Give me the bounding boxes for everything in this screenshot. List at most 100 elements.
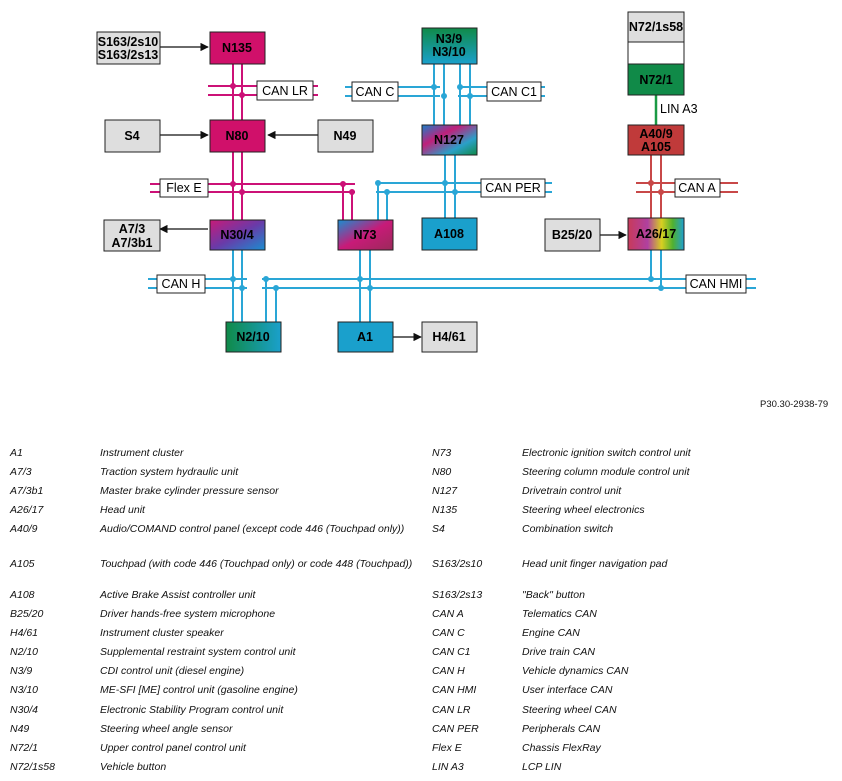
legend-description: Peripherals CAN (522, 723, 601, 735)
svg-text:CAN PER: CAN PER (485, 181, 541, 195)
s163-2s13-label: S163/2s13 (98, 48, 159, 62)
node-b25-20: B25/20 (544, 218, 601, 252)
legend-code: A108 (10, 589, 35, 601)
b25-20-label: B25/20 (552, 228, 592, 242)
legend-code: N73 (432, 447, 452, 459)
legend-description: Steering column module control unit (522, 466, 690, 478)
legend-description: Vehicle dynamics CAN (522, 665, 629, 677)
legend-description: Active Brake Assist controller unit (100, 589, 256, 601)
legend-code: A7/3 (10, 466, 32, 478)
legend-code: N49 (10, 723, 30, 735)
s163-2s10-label: S163/2s10 (98, 35, 159, 49)
bus-label-can-c: CAN C (351, 81, 399, 102)
n127-label: N127 (434, 133, 464, 147)
node-n80: N80 (209, 119, 266, 153)
a7-3-label: A7/3 (119, 222, 145, 236)
legend-description: Instrument cluster (100, 447, 184, 459)
svg-text:CAN C: CAN C (356, 85, 395, 99)
legend-code: N30/4 (10, 704, 39, 716)
legend-code: B25/20 (10, 608, 44, 620)
legend-description: Supplemental restraint system control un… (100, 646, 296, 658)
legend-code: A40/9 (10, 523, 38, 535)
figure-reference: P30.30-2938-79 (760, 399, 829, 410)
legend-description: Audio/COMAND control panel (except code … (100, 523, 405, 535)
h4-61-label: H4/61 (432, 330, 465, 344)
legend-code: CAN C (432, 627, 465, 639)
legend-code: N135 (432, 504, 458, 516)
node-n30-4: N30/4 (209, 219, 266, 251)
node-a1: A1 (337, 321, 394, 353)
legend-code: LIN A3 (432, 761, 464, 773)
n30-4-label: N30/4 (220, 228, 253, 242)
legend-description: Combination switch (522, 523, 614, 535)
node-n72-1s58: N72/1s58 (627, 11, 685, 43)
legend-code: S4 (432, 523, 445, 535)
node-a108: A108 (421, 217, 478, 251)
legend-code: A7/3b1 (10, 485, 44, 497)
n2-10-label: N2/10 (236, 330, 269, 344)
a1-label: A1 (357, 330, 373, 344)
legend-description: Drive train CAN (522, 646, 595, 658)
node-n72-1: N72/1 (627, 63, 685, 96)
legend-code: N3/9 (10, 665, 33, 677)
n72-1s58-label: N72/1s58 (629, 20, 683, 34)
legend-description: Master brake cylinder pressure sensor (100, 485, 279, 497)
network-topology-diagram: S163/2s10 S163/2s13 N135 S4 N80 N49 N3/9… (96, 11, 756, 353)
bus-label-can-lr: CAN LR (256, 80, 314, 101)
bus-label-can-a: CAN A (674, 178, 721, 198)
legend-description: Touchpad (with code 446 (Touchpad only) … (100, 558, 413, 570)
s4-label: S4 (124, 129, 139, 143)
legend-code: N2/10 (10, 646, 39, 658)
n72-1-label: N72/1 (639, 73, 672, 87)
node-s163: S163/2s10 S163/2s13 (96, 31, 161, 65)
legend-description: "Back" button (522, 589, 585, 601)
legend-description: Instrument cluster speaker (100, 627, 224, 639)
node-a40-9-a105: A40/9 A105 (627, 124, 685, 156)
a105-label: A105 (641, 140, 671, 154)
a40-9-label: A40/9 (639, 127, 672, 141)
a26-17-label: A26/17 (636, 227, 676, 241)
bus-label-can-hmi: CAN HMI (685, 274, 747, 294)
legend-description: Steering wheel CAN (522, 704, 617, 716)
a7-3b1-label: A7/3b1 (112, 236, 153, 250)
legend-description: Electronic ignition switch control unit (522, 447, 691, 459)
n72-1s58-housing (627, 41, 685, 65)
node-n49: N49 (317, 119, 374, 153)
legend-code: CAN A (432, 608, 464, 620)
can-hmi-bus (262, 250, 756, 322)
n49-label: N49 (334, 129, 357, 143)
legend-code: CAN H (432, 665, 465, 677)
svg-text:CAN LR: CAN LR (262, 84, 308, 98)
legend-description: CDI control unit (diesel engine) (100, 665, 245, 677)
legend-description: Steering wheel electronics (522, 504, 645, 516)
legend-description: Engine CAN (522, 627, 580, 639)
legend-code: CAN PER (432, 723, 479, 735)
legend-code: CAN C1 (432, 646, 471, 658)
legend-description: Vehicle button (100, 761, 167, 773)
bus-label-can-h: CAN H (156, 274, 206, 294)
svg-text:CAN C1: CAN C1 (491, 85, 537, 99)
legend-description: Head unit (100, 504, 145, 516)
bus-label-can-per: CAN PER (480, 178, 546, 198)
n80-label: N80 (226, 129, 249, 143)
legend-description: Chassis FlexRay (522, 742, 601, 754)
legend-code: N127 (432, 485, 458, 497)
n73-label: N73 (354, 228, 377, 242)
bus-label-lin-a3: LIN A3 (660, 102, 698, 116)
legend-description: ME-SFI [ME] control unit (gasoline engin… (100, 684, 298, 696)
junction-dots (230, 83, 664, 291)
legend-code: S163/2s13 (432, 589, 483, 601)
svg-text:Flex E: Flex E (166, 181, 201, 195)
legend-description: Upper control panel control unit (100, 742, 246, 754)
legend-description: Traction system hydraulic unit (100, 466, 239, 478)
node-n135: N135 (209, 31, 266, 65)
legend-code: A26/17 (10, 504, 44, 516)
n135-label: N135 (222, 41, 252, 55)
n3-9-label: N3/9 (436, 32, 462, 46)
svg-text:CAN A: CAN A (678, 181, 716, 195)
node-a7: A7/3 A7/3b1 (103, 219, 161, 252)
node-h4-61: H4/61 (421, 321, 478, 353)
legend-code: H4/61 (10, 627, 39, 639)
legend-code: S163/2s10 (432, 558, 483, 570)
svg-text:CAN HMI: CAN HMI (690, 277, 743, 291)
